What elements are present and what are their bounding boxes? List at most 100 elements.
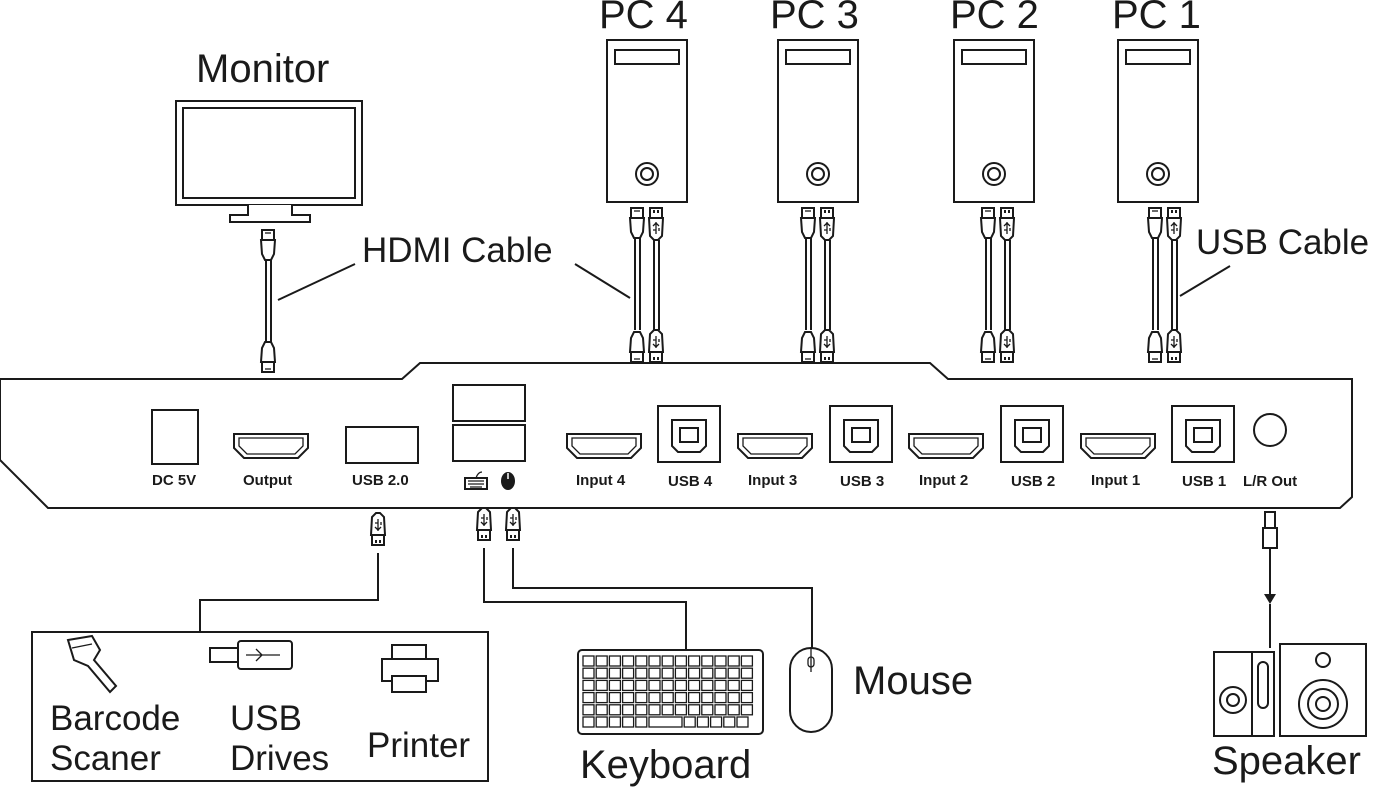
keyboard-key: [674, 691, 688, 704]
keyboard-key: [661, 691, 674, 704]
keyboard-key: [595, 667, 608, 679]
keyboard-key: [595, 655, 608, 667]
pc-4: [606, 39, 688, 363]
keyboard-key: [648, 667, 661, 679]
usb-drive-icon: [209, 640, 293, 670]
keyboard-device-icon: [577, 649, 764, 735]
keyboard-key: [714, 667, 727, 679]
barcode-label-1: Barcode: [50, 699, 180, 738]
keyboard-key: [608, 679, 622, 692]
speaker-icon: [1213, 643, 1367, 737]
input3-label: Input 3: [748, 472, 797, 489]
keyboard-icon: [464, 471, 488, 490]
barcode-label-2: Scaner: [50, 739, 161, 778]
speaker-label: Speaker: [1212, 739, 1361, 783]
keyboard-key: [687, 655, 701, 667]
keyboard-key: [621, 679, 635, 692]
keyboard-key: [608, 667, 622, 679]
keyboard-key: [582, 679, 595, 692]
keyboard-key: [608, 704, 622, 716]
keyboard-label: Keyboard: [580, 743, 751, 787]
usb1-label: USB 1: [1182, 473, 1226, 490]
keyboard-key: [687, 667, 701, 679]
keyboard-key: [701, 704, 714, 716]
keyboard-key: [635, 667, 648, 679]
keyboard-key: [635, 655, 648, 667]
keyboard-key: [621, 716, 635, 728]
printer-label: Printer: [367, 726, 470, 765]
keyboard-key: [621, 691, 635, 704]
keyboard-key: [723, 716, 736, 728]
keyboard-key: [687, 691, 701, 704]
keyboard-key: [714, 704, 727, 716]
pc3-label: PC 3: [770, 0, 859, 37]
keyboard-key: [582, 716, 595, 728]
usb-cable-label: USB Cable: [1196, 223, 1369, 262]
keyboard-key: [727, 704, 740, 716]
keyboard-key: [661, 667, 674, 679]
input2-label: Input 2: [919, 472, 968, 489]
keyboard-key: [635, 704, 648, 716]
pc-3: [777, 39, 859, 363]
keyboard-key: [687, 679, 701, 692]
keyboard-key: [582, 667, 595, 679]
keyboard-key: [727, 667, 740, 679]
keyboard-key: [661, 704, 674, 716]
usb4-port: [657, 405, 721, 463]
keyboard-key: [740, 704, 754, 716]
keyboard-key: [608, 691, 622, 704]
monitor-hdmi-cable: [260, 229, 276, 373]
keyboard-cable: [476, 507, 687, 650]
dc-port: [151, 409, 199, 465]
printer-icon: [381, 644, 439, 693]
keyboard-key: [582, 704, 595, 716]
mouse-device-icon: [789, 647, 833, 733]
keyboard-key: [595, 716, 608, 728]
input4-port: [566, 433, 642, 459]
keyboard-key: [727, 691, 740, 704]
keyboard-key: [740, 679, 754, 692]
barcode-scanner-icon: [66, 634, 118, 694]
keyboard-key: [683, 716, 696, 728]
input4-label: Input 4: [576, 472, 626, 489]
keyboard-key: [608, 716, 622, 728]
keyboard-key: [648, 716, 683, 728]
keyboard-key: [635, 716, 648, 728]
usb20-label: USB 2.0: [352, 472, 409, 489]
keyboard-key: [701, 679, 714, 692]
keyboard-key: [674, 704, 688, 716]
usb-drives-label-2: Drives: [230, 739, 329, 778]
keyboard-key: [621, 704, 635, 716]
input3-port: [737, 433, 813, 459]
monitor-icon: [175, 100, 363, 223]
mouse-label: Mouse: [853, 659, 973, 703]
keyboard-key: [696, 716, 710, 728]
keyboard-key: [674, 655, 688, 667]
keyboard-key: [714, 655, 727, 667]
usb4-label: USB 4: [668, 473, 713, 490]
keyboard-key: [709, 716, 723, 728]
pc-2: [953, 39, 1035, 363]
pc-1: [1117, 39, 1199, 363]
keyboard-key: [648, 704, 661, 716]
usb3-label: USB 3: [840, 473, 884, 490]
keyboard-key: [714, 679, 727, 692]
keyboard-key: [687, 704, 701, 716]
hdmi-output-port: [233, 433, 309, 459]
lrout-label: L/R Out: [1243, 473, 1297, 490]
input1-label: Input 1: [1091, 472, 1140, 489]
input2-port: [908, 433, 984, 459]
keyboard-key: [701, 691, 714, 704]
keyboard-mouse-ports: [452, 384, 526, 462]
keyboard-key: [621, 655, 635, 667]
keyboard-key: [740, 667, 754, 679]
output-label: Output: [243, 472, 292, 489]
keyboard-key: [727, 679, 740, 692]
dc-label: DC 5V: [152, 472, 196, 489]
usb20-port: [345, 426, 419, 464]
hdmi-cable-label: HDMI Cable: [362, 231, 553, 270]
keyboard-key: [674, 667, 688, 679]
keyboard-key: [740, 691, 754, 704]
monitor-label: Monitor: [196, 47, 329, 91]
